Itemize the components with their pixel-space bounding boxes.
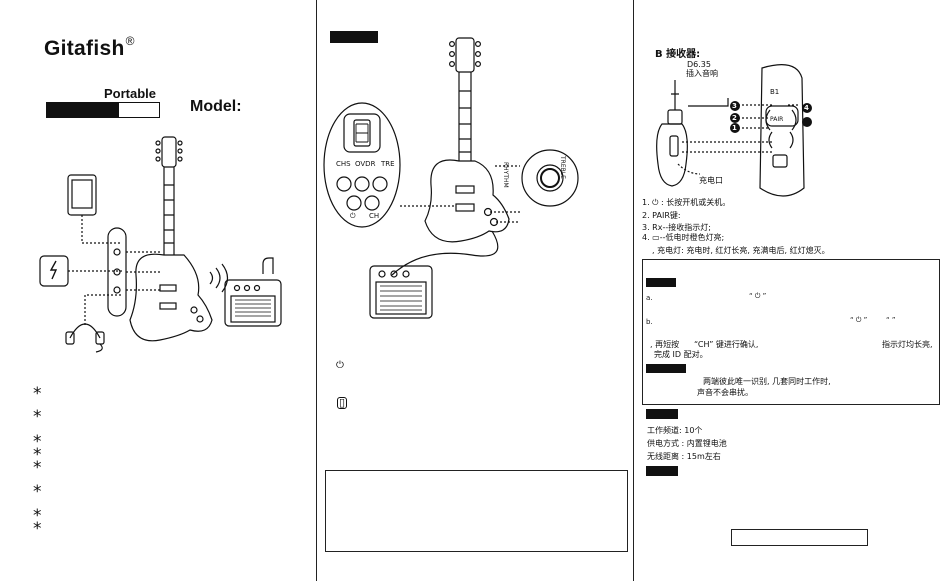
power-button-glyph: ⏻ <box>350 212 356 220</box>
plug-label-1: D6.35 <box>687 60 711 69</box>
fold-line-1 <box>316 0 317 581</box>
pairing-line-2: 完成 ID 配对。 <box>654 350 708 359</box>
bullet-7: * <box>33 506 42 526</box>
spec-range: 无线距离 : 15m左右 <box>647 452 721 461</box>
battery-icon: ▯ <box>337 396 348 409</box>
instruction-2: 2. PAIR键: <box>642 211 681 220</box>
amp-icon <box>224 257 282 327</box>
bullet-2: * <box>33 407 42 427</box>
spec-power: 供电方式 : 内置锂电池 <box>647 439 727 448</box>
tone-dial <box>521 149 579 207</box>
section-header-bar <box>330 31 378 43</box>
pairing-a: a. <box>646 294 653 302</box>
pairing-a-quote: “ ⏻ ” <box>749 292 767 300</box>
bullet-5: * <box>33 458 42 478</box>
receiver-section-title: B 接收器: <box>655 49 701 60</box>
note-box <box>325 470 628 552</box>
charger-icon <box>39 255 69 287</box>
bullet-3: * <box>33 432 42 452</box>
bullet-8: * <box>33 519 42 539</box>
callout-5-marker <box>802 117 812 127</box>
brand-logo: Gitafish® <box>44 34 135 60</box>
receiver-diagram <box>656 64 812 197</box>
bullet-4: * <box>33 445 42 465</box>
bullet-6: * <box>33 482 42 502</box>
portable-label: Portable <box>104 86 157 101</box>
callout-3: 3 <box>732 102 737 110</box>
instruction-4: 4. ▭--低电时橙色灯亮; <box>642 233 725 242</box>
ch-button-label: CH <box>369 212 380 220</box>
bullet-1: * <box>33 384 42 404</box>
callout-2-marker <box>730 113 740 123</box>
guitar-closeup <box>391 37 520 276</box>
footer-box <box>731 529 868 546</box>
callout-4-marker <box>802 103 812 113</box>
connection-diagram <box>39 136 282 353</box>
pairing-b-quote-1: “ ⏻ ” <box>850 316 868 324</box>
control-label-tre: TRE <box>381 160 395 168</box>
portable-bar <box>46 102 160 118</box>
callout-2: 2 <box>732 114 737 122</box>
pairing-tag-1 <box>646 278 676 287</box>
receiver-icon <box>107 227 127 317</box>
pairing-line-1-left: , 再短按 <box>650 340 680 349</box>
model-label: Model: <box>190 98 242 115</box>
pairing-line-1-mid: “CH” 键进行确认, <box>694 340 759 349</box>
pairing-line-1-right: 指示灯均长亮, <box>882 340 933 349</box>
pairing-line-4: 声音不会串扰。 <box>697 388 753 397</box>
notes-tag <box>646 466 678 476</box>
pairing-box <box>642 259 940 405</box>
callout-1: 1 <box>732 124 737 132</box>
guitar-icon <box>129 136 213 342</box>
pairing-tag-2 <box>646 364 686 373</box>
dial-label-rhythm: RHYTHM <box>502 162 509 188</box>
spec-tag <box>646 409 678 419</box>
portable-bar-fill <box>47 103 119 117</box>
dial-label-treble: TREBLE <box>559 156 566 179</box>
pairing-b-quote-2: “ ” <box>886 316 896 324</box>
instruction-1: 1. ⏻ : 长按开机或关机。 <box>642 198 731 207</box>
remote-label: B1 <box>770 88 780 96</box>
callout-3-marker <box>730 101 740 111</box>
power-icon: ⏻ <box>336 360 344 371</box>
callout-4: 4 <box>804 104 809 112</box>
instruction-3: 3. Rx--接收指示灯; <box>642 223 711 232</box>
fold-line-2 <box>633 0 634 581</box>
pairing-b: b. <box>646 318 653 326</box>
callout-1-marker <box>730 123 740 133</box>
control-label-chs: CHS <box>336 160 351 168</box>
control-label-ovdr: OVDR <box>355 160 376 168</box>
mini-amp <box>369 265 433 319</box>
spec-channels: 工作频道: 10个 <box>647 426 703 435</box>
charge-port-label: 充电口 <box>699 176 723 185</box>
instruction-5: , 充电灯: 充电时, 红灯长亮, 充满电后, 红灯熄灭。 <box>652 246 830 255</box>
pairing-line-3: 两端彼此唯一识别, 几套同时工作时, <box>703 377 831 386</box>
plug-label-2: 插入音响 <box>686 69 718 78</box>
pair-label: PAIR <box>770 116 784 123</box>
transmitter-diagram <box>323 102 401 228</box>
